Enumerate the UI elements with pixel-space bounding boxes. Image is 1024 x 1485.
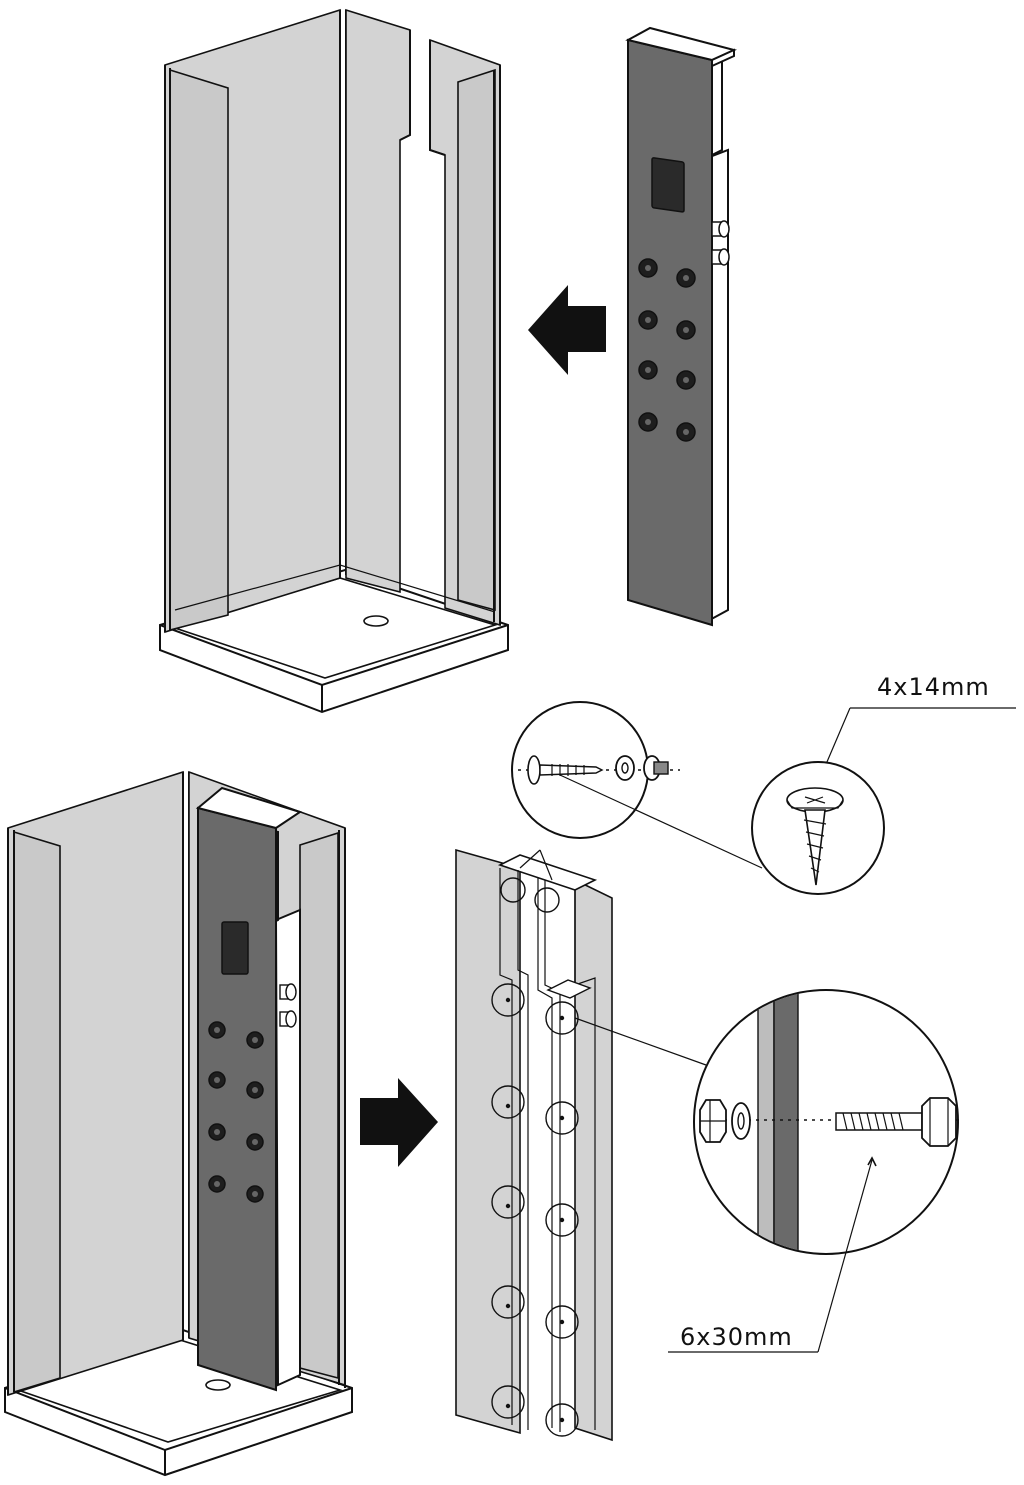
shower-cabin-assembled: [4, 770, 353, 1477]
screw-detail: [751, 761, 885, 895]
shower-cabin-empty: [159, 8, 509, 714]
screw-icon: [786, 787, 844, 886]
arrow-left-icon: [528, 285, 606, 375]
washer-icon: [731, 1102, 751, 1140]
mount-point-icon: [491, 877, 579, 1437]
bolt-detail: [693, 989, 960, 1255]
arrow-right-icon: [360, 1078, 438, 1167]
bolt-icon: [835, 1097, 957, 1147]
jet-icon: [638, 258, 696, 442]
bolt-size-label: 6x30mm: [680, 1323, 793, 1351]
drain-icon: [363, 615, 389, 627]
panel-back-view: [455, 848, 613, 1442]
shower-panel-separate: [625, 26, 737, 627]
control-display: [221, 921, 249, 975]
nut-icon: [699, 1099, 727, 1143]
fastener-detail-top: [511, 701, 680, 839]
knob-icon: [279, 983, 297, 1028]
drain-icon: [205, 1379, 231, 1391]
screw-size-label: 4x14mm: [877, 673, 990, 701]
jet-icon: [208, 1021, 264, 1203]
screw-head-icon: [527, 755, 541, 785]
control-display: [651, 157, 685, 213]
knob-icon: [711, 220, 730, 266]
